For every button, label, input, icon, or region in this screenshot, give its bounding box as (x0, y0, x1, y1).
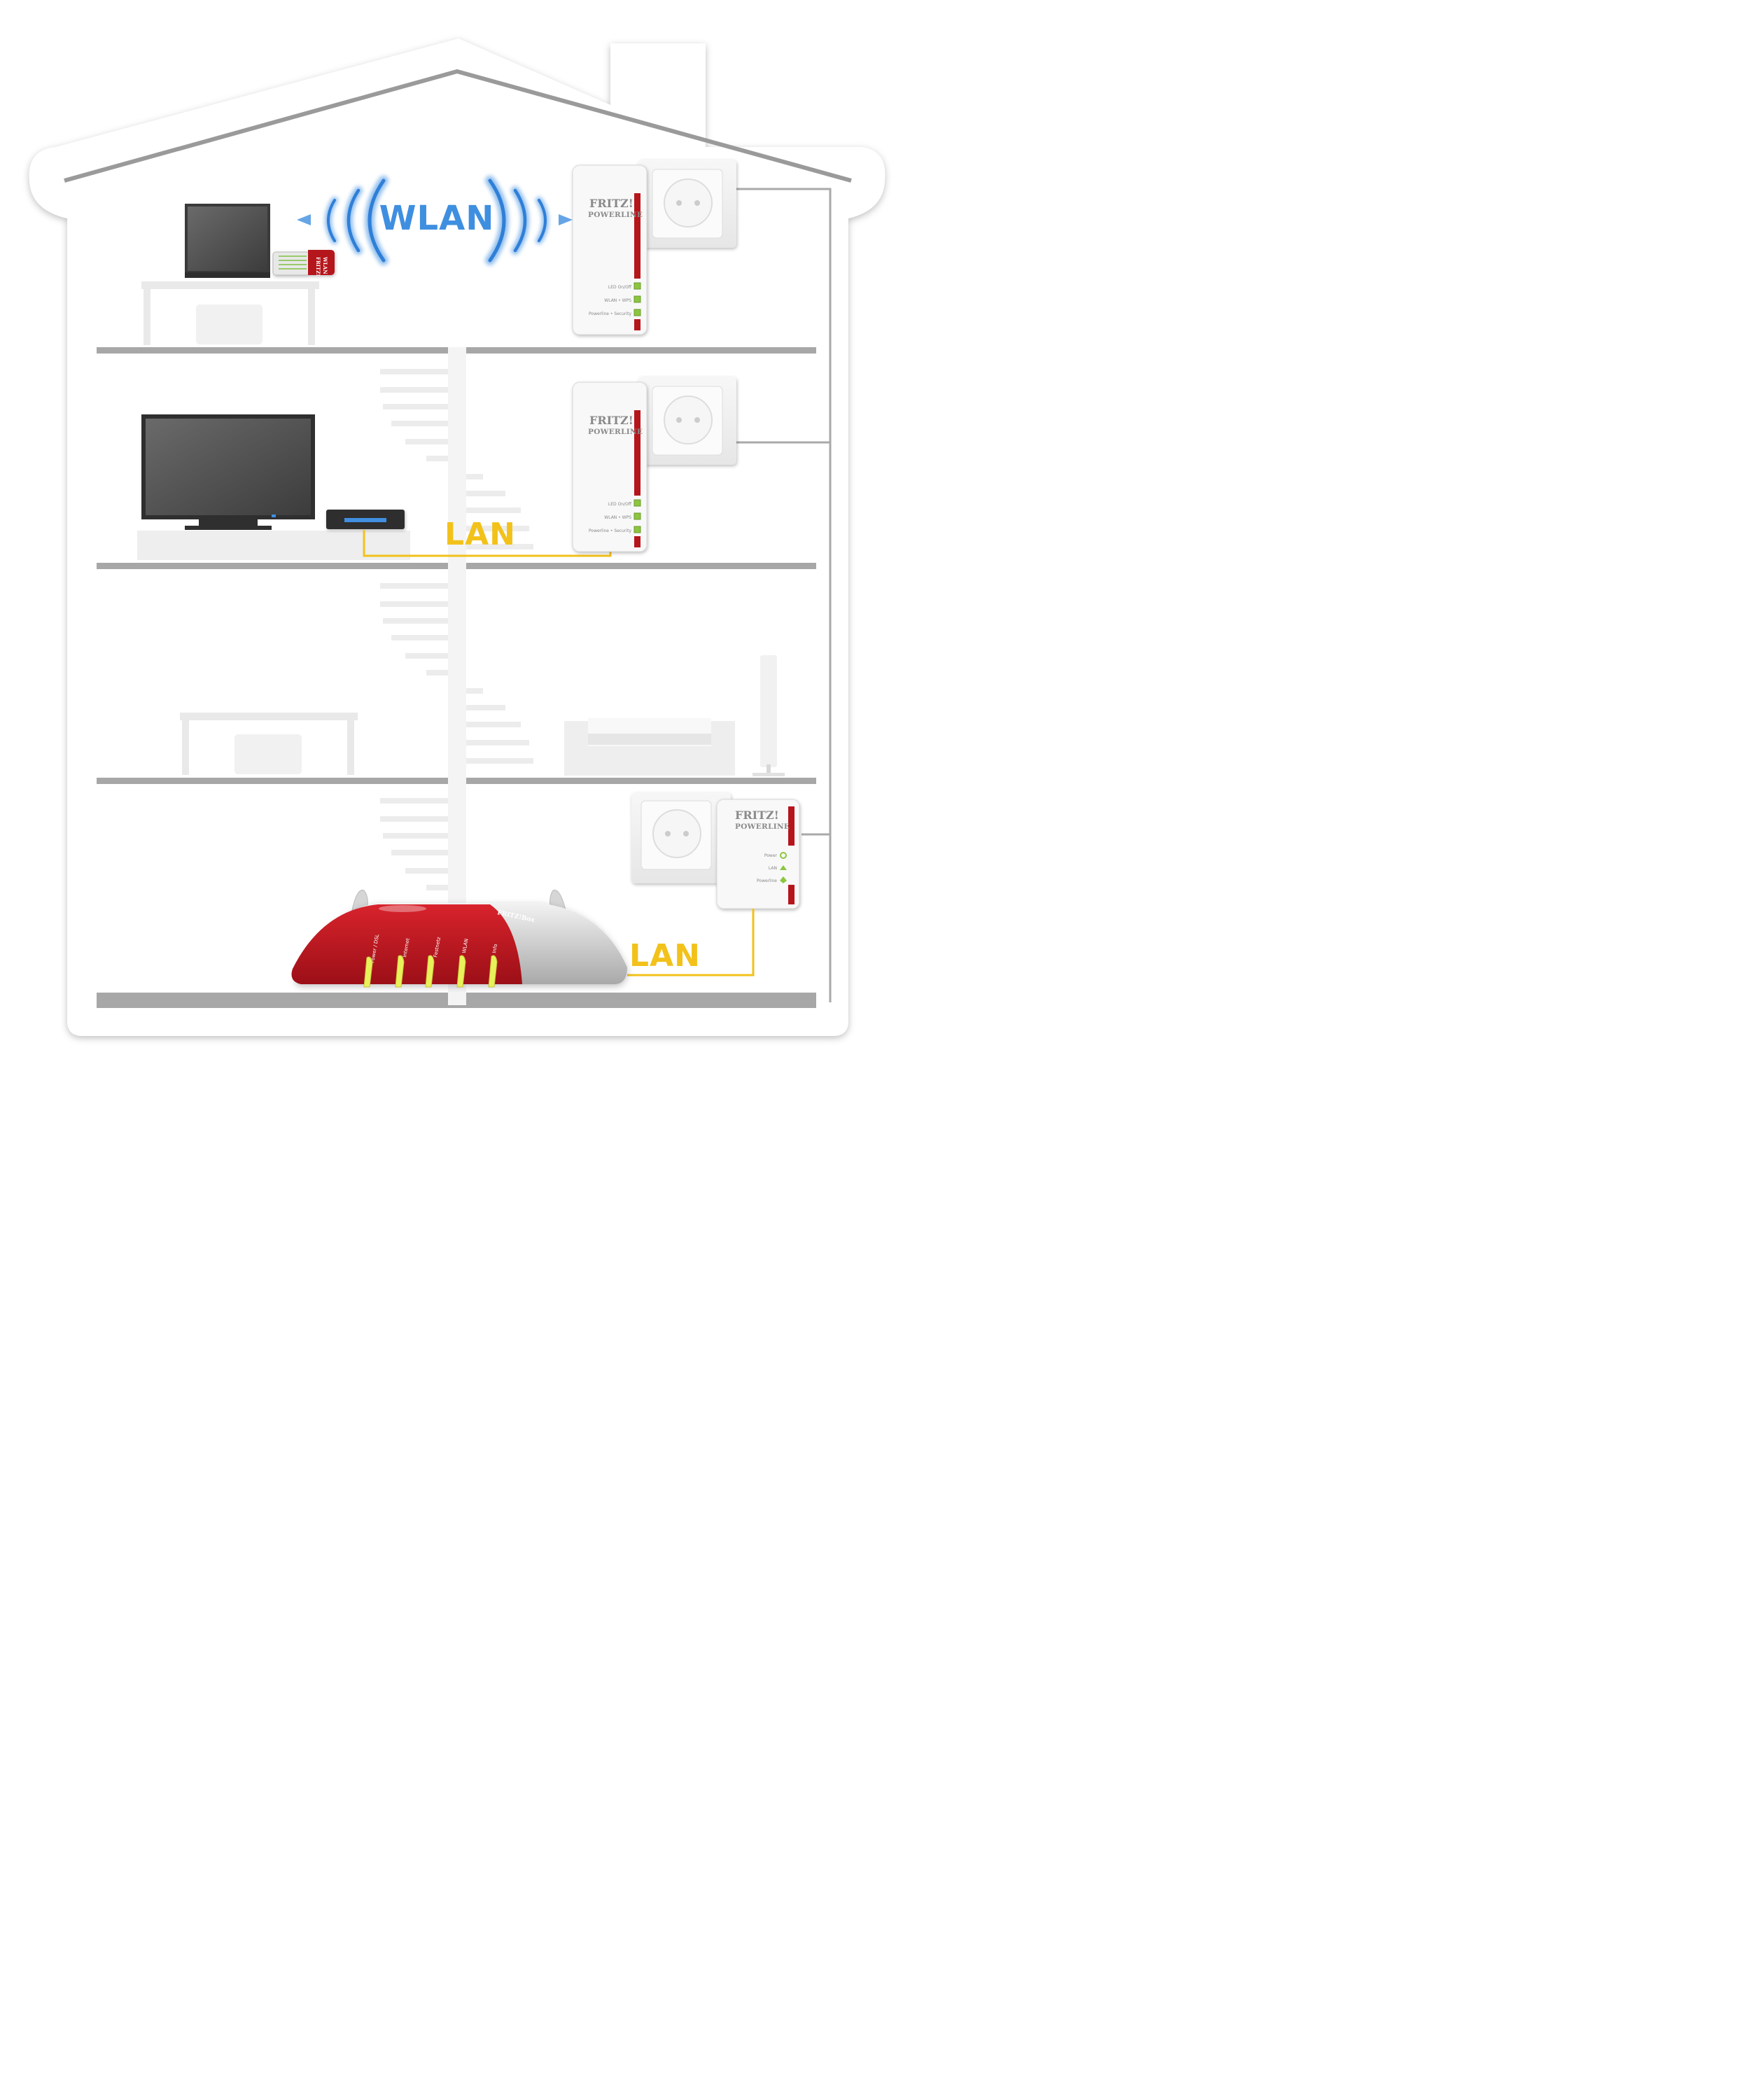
led-icon (425, 955, 435, 988)
powerline-adapter-middle: FRITZ! POWERLINE LED On/Off WLAN • WPS P… (572, 382, 648, 552)
led-label: Powerline • Security (589, 528, 631, 533)
wlan-signal: WLAN (297, 176, 573, 265)
adapter-brand-1: FRITZ! (589, 197, 634, 210)
powerline-adapter-ground: FRITZ! POWERLINE Power LAN Powerline (716, 799, 800, 909)
adapter-brand-2: POWERLINE (588, 211, 643, 219)
led-icon (634, 526, 641, 533)
router-led-label: WLAN (461, 938, 470, 953)
wall-socket-middle (638, 377, 736, 465)
adapter-brand-1: FRITZ! (589, 414, 634, 427)
led-label: Powerline • Security (589, 312, 631, 316)
usb-wlan-stick: FRITZ! WLAN (272, 250, 335, 276)
powerline-adapter-top: FRITZ! POWERLINE LED On/Off WLAN • WPS P… (572, 164, 648, 335)
stick-brand: FRITZ! (315, 257, 321, 276)
led-icon (634, 309, 641, 316)
television (141, 414, 315, 530)
led-label: Power (764, 853, 778, 858)
adapter-brand-2: POWERLINE (735, 822, 790, 831)
led-label: WLAN • WPS (604, 298, 631, 303)
set-top-box (326, 510, 405, 529)
led-label: WLAN • WPS (604, 515, 631, 520)
staircase (380, 347, 533, 1005)
router-led-label: Info (491, 944, 498, 953)
floor-lamp (752, 655, 785, 776)
led-icon (488, 955, 498, 988)
computer-monitor (185, 204, 270, 278)
led-icon (634, 499, 641, 507)
stick-label: WLAN (322, 256, 328, 274)
mains-wiring (735, 188, 832, 1002)
sofa (564, 718, 735, 776)
power-icon (780, 852, 787, 859)
home-network-diagram: FRITZ! WLAN WLAN (29, 38, 886, 1036)
lan-cable-lower (627, 909, 755, 976)
led-label: LAN (769, 866, 777, 871)
adapter-brand-2: POWERLINE (588, 428, 643, 436)
wall-socket-ground (631, 792, 731, 883)
powerline-icon (780, 876, 787, 883)
led-label: LED On/Off (608, 502, 632, 507)
led-icon (456, 955, 466, 988)
adapter-brand-1: FRITZ! (735, 808, 779, 822)
wall-socket-top (638, 160, 736, 248)
lan-icon (780, 865, 787, 870)
led-icon (634, 512, 641, 520)
led-label: LED On/Off (608, 285, 632, 290)
desk-top-floor (141, 281, 319, 345)
fritzbox-router: FRITZ!Box Power / DSL Internet Festnetz … (291, 890, 627, 988)
led-label: Powerline (757, 878, 777, 883)
led-icon (363, 956, 373, 988)
led-icon (395, 955, 405, 988)
wlan-label: WLAN (379, 199, 495, 238)
led-icon (634, 282, 641, 290)
lan-label-lower: LAN (629, 938, 701, 974)
lan-label-upper: LAN (444, 517, 516, 552)
desk-first-floor (180, 713, 358, 775)
led-icon (634, 295, 641, 303)
